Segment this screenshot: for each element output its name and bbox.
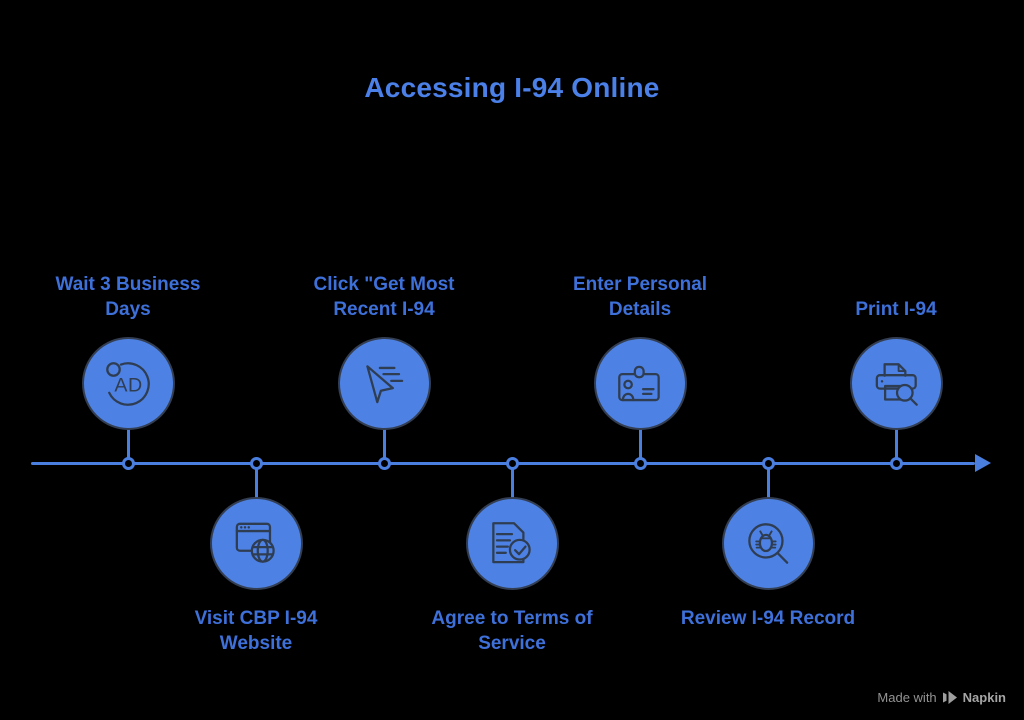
step-label: Print I-94 [855,299,937,320]
step-bubble [849,337,943,430]
timeline-axis [31,462,975,465]
step-bubble [465,497,559,590]
page-title: Accessing I-94 Online [364,72,660,103]
watermark-made-with: Made with [877,690,937,705]
browser-globe-icon [235,522,275,563]
appointment-wait-icon: AD [106,361,150,406]
step-label: Wait 3 Business Days [55,274,201,320]
svg-text:AD: AD [114,374,142,396]
timeline-node [761,457,775,470]
timeline-node [505,457,519,470]
step-bubble [593,337,687,430]
connector-line [126,429,130,460]
watermark-brand: Napkin [962,690,1006,705]
timeline-arrow-icon [975,454,991,472]
id-card-icon [618,365,660,401]
step-bubble [209,497,303,590]
timeline-node [121,457,135,470]
step-label: Click "Get Most Recent I-94 [313,274,455,320]
step-bubble [337,337,431,430]
timeline-node [249,457,263,470]
step-label: Visit CBP I-94 Website [194,608,318,654]
step-label: Enter Personal Details [572,274,708,320]
step-bubble [721,497,815,590]
connector-line [510,467,514,499]
cursor-click-icon [366,364,404,403]
printer-search-icon [875,362,918,406]
connector-line [894,429,898,460]
connector-line [382,429,386,460]
bug-magnifier-icon [748,522,789,564]
napkin-logo-icon [942,691,957,704]
step-label: Review I-94 Record [680,608,856,629]
connector-line [638,429,642,460]
watermark: Made with Napkin [877,690,1006,705]
timeline-node [377,457,391,470]
timeline-node [633,457,647,470]
connector-line [766,467,770,499]
step-label: Agree to Terms of Service [431,608,593,654]
step-bubble: AD [81,337,175,430]
timeline-node [889,457,903,470]
connector-line [254,467,258,499]
document-check-icon [492,521,531,563]
